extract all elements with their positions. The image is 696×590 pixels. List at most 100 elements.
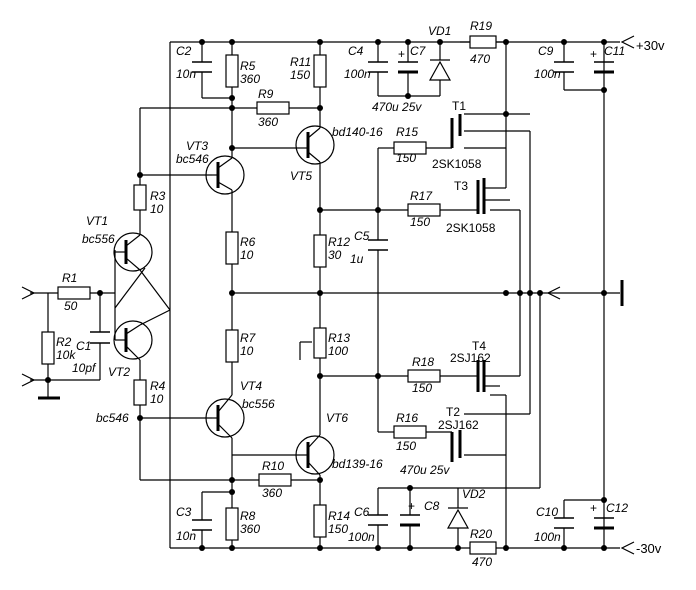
r5-body <box>225 54 239 88</box>
r6-value: 10 <box>240 248 254 262</box>
r15-value: 150 <box>396 151 416 165</box>
r14-value: 150 <box>328 522 348 536</box>
r14-body <box>313 504 327 538</box>
r17-value: 150 <box>410 215 430 229</box>
minus-rail-label: -30v <box>636 541 662 556</box>
r20-label: R20 <box>470 527 492 541</box>
vt6-value: bd139-16 <box>332 457 383 471</box>
junction-dots <box>45 39 607 551</box>
t1-value: 2SK1058 <box>432 157 482 171</box>
r13-value: 100 <box>328 344 348 358</box>
c6-label: C6 <box>354 505 370 519</box>
r13-label: R13 <box>328 331 350 345</box>
c7-plus-mark: + <box>398 47 405 61</box>
mosfets <box>450 114 510 462</box>
r19-body <box>469 35 497 49</box>
c4-value: 100n <box>344 67 371 81</box>
c5-label: C5 <box>354 229 370 243</box>
t4-label: T4 <box>472 339 486 353</box>
r10-label: R10 <box>262 459 284 473</box>
r12-body <box>313 234 327 268</box>
resistors <box>41 35 497 555</box>
r8-body <box>225 507 239 541</box>
r18-value: 150 <box>412 381 432 395</box>
r11-value: 150 <box>290 68 310 82</box>
r9-label: R9 <box>258 87 274 101</box>
r5-label: R5 <box>240 59 256 73</box>
r16-body <box>393 425 427 439</box>
r3-body <box>133 184 147 211</box>
r18-label: R18 <box>412 355 434 369</box>
t3-label: T3 <box>454 179 468 193</box>
r12-value: 30 <box>328 248 342 262</box>
r6-body <box>225 231 239 265</box>
c3-value: 10n <box>176 529 196 543</box>
r7-body <box>225 329 239 363</box>
r7-value: 10 <box>240 344 254 358</box>
c12-label: C12 <box>606 501 628 515</box>
r15-label: R15 <box>396 125 418 139</box>
plus-rail-label: +30v <box>636 38 665 53</box>
r15-body <box>393 141 427 155</box>
r4-body <box>133 379 147 406</box>
c2-label: C2 <box>176 44 192 58</box>
vt3-value: bc546 <box>176 152 209 166</box>
r10-body <box>258 473 292 487</box>
c4-label: C4 <box>348 44 364 58</box>
diodes <box>428 59 470 529</box>
t4-value: 2SJ162 <box>450 351 491 365</box>
vt1-value: bc556 <box>82 232 115 246</box>
vt5-body <box>295 125 335 165</box>
c5-value: 1u <box>350 252 364 266</box>
vt5-label: VT5 <box>290 169 312 183</box>
vt2-label: VT2 <box>108 365 130 379</box>
c8-plus-mark: + <box>408 499 415 513</box>
r11-body <box>313 54 327 88</box>
r17-label: R17 <box>410 189 433 203</box>
vd2-label: VD2 <box>462 487 486 501</box>
bjt-transistors <box>113 125 335 476</box>
r3-value: 10 <box>150 202 164 216</box>
vt4-body <box>205 398 245 438</box>
vt3-label: VT3 <box>186 139 208 153</box>
c7-value: 470u 25v <box>372 100 422 114</box>
c2-value: 10n <box>176 67 196 81</box>
c8-label: C8 <box>424 499 440 513</box>
c9-label: C9 <box>538 44 554 58</box>
c9-value: 100n <box>534 67 561 81</box>
t2-value: 2SJ162 <box>438 418 479 432</box>
c12-plus-mark: + <box>590 501 597 515</box>
r20-body <box>469 541 497 555</box>
component-labels: C2 10n R5 360 R11 150 C4 100n C7 470u 25… <box>56 19 665 569</box>
vt3-body <box>205 155 245 195</box>
r9-body <box>256 101 290 115</box>
r2-value: 10k <box>56 348 76 362</box>
t3-value: 2SK1058 <box>446 221 496 235</box>
r7-label: R7 <box>240 331 257 345</box>
r16-value: 150 <box>396 439 416 453</box>
r17-body <box>407 203 441 217</box>
r11-label: R11 <box>290 55 311 69</box>
r18-body <box>407 369 441 383</box>
r2-body <box>41 331 55 365</box>
r12-label: R12 <box>328 235 350 249</box>
r6-label: R6 <box>240 235 256 249</box>
r4-label: R4 <box>150 379 166 393</box>
vt6-label: VT6 <box>326 411 348 425</box>
r1-label: R1 <box>62 271 77 285</box>
r1-body <box>57 286 91 300</box>
r2-label: R2 <box>56 335 72 349</box>
vt1-body <box>113 232 153 272</box>
vt5-value: bd140-16 <box>332 125 383 139</box>
r8-label: R8 <box>240 509 256 523</box>
c1-label: C1 <box>76 339 91 353</box>
vd1-label: VD1 <box>428 24 451 38</box>
r5-value: 360 <box>240 72 260 86</box>
c8-value: 470u 25v <box>400 463 450 477</box>
c11-label: C11 <box>604 44 625 58</box>
c11-plus-mark: + <box>590 47 597 61</box>
vt2-value: bc546 <box>96 411 129 425</box>
c1-value: 10pf <box>72 361 97 375</box>
r4-value: 10 <box>150 392 164 406</box>
